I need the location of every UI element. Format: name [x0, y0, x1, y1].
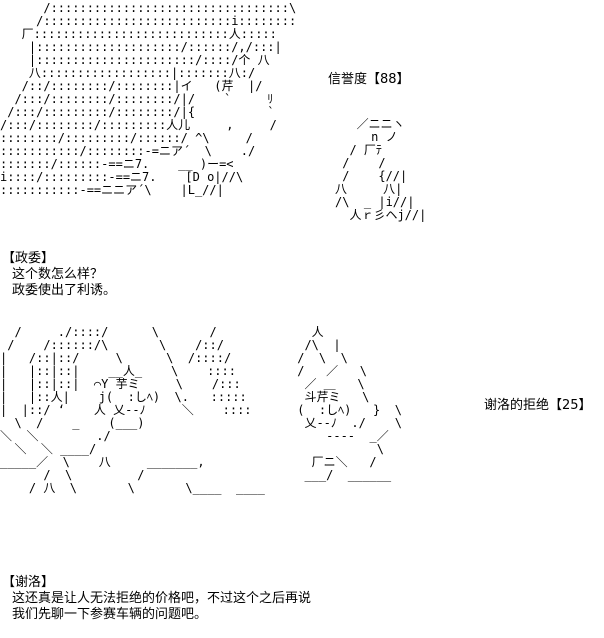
- dialogue-line: 这个数怎么样？: [12, 267, 104, 282]
- speaker-name: 【谢洛】: [2, 575, 55, 590]
- speaker-name: 【政委】: [2, 251, 55, 266]
- dialogue-line: 我们先聊一下参赛车辆的问题吧。: [12, 607, 208, 622]
- trust-meter-label: 信誉度【88】: [328, 72, 410, 87]
- dialogue-cheryl: 【谢洛】 这还真是让人无法拒绝的价格吧，不过这个之后再说 我们先聊一下参赛车辆的…: [2, 575, 311, 623]
- dialogue-line: 这还真是让人无法拒绝的价格吧，不过这个之后再说: [12, 591, 312, 606]
- dialogue-line: 政委使出了利诱。: [12, 283, 117, 298]
- ascii-art-scene-left: / ./::::/ \ / / /::::::/\ \ /::/ | /::|:…: [0, 325, 265, 495]
- refusal-meter-label: 谢洛的拒绝【25】: [484, 398, 592, 413]
- dialogue-commissar: 【政委】 这个数怎么样？ 政委使出了利诱。: [2, 251, 116, 299]
- ascii-art-commissar: /:::::::::::::::::::::::::::::::::\ /:::…: [0, 1, 297, 197]
- ascii-art-scene-right: 人 /\ | / \ \ / ／ \ ／ ＿ \ 斗芹ミ \ ( :しﾍ) } …: [297, 325, 402, 482]
- ascii-art-cheryl-silhouette: ／ニニヽ n ノ / 厂ﾃ / / / {//| 八 八| /\ _ |i//|…: [335, 117, 427, 222]
